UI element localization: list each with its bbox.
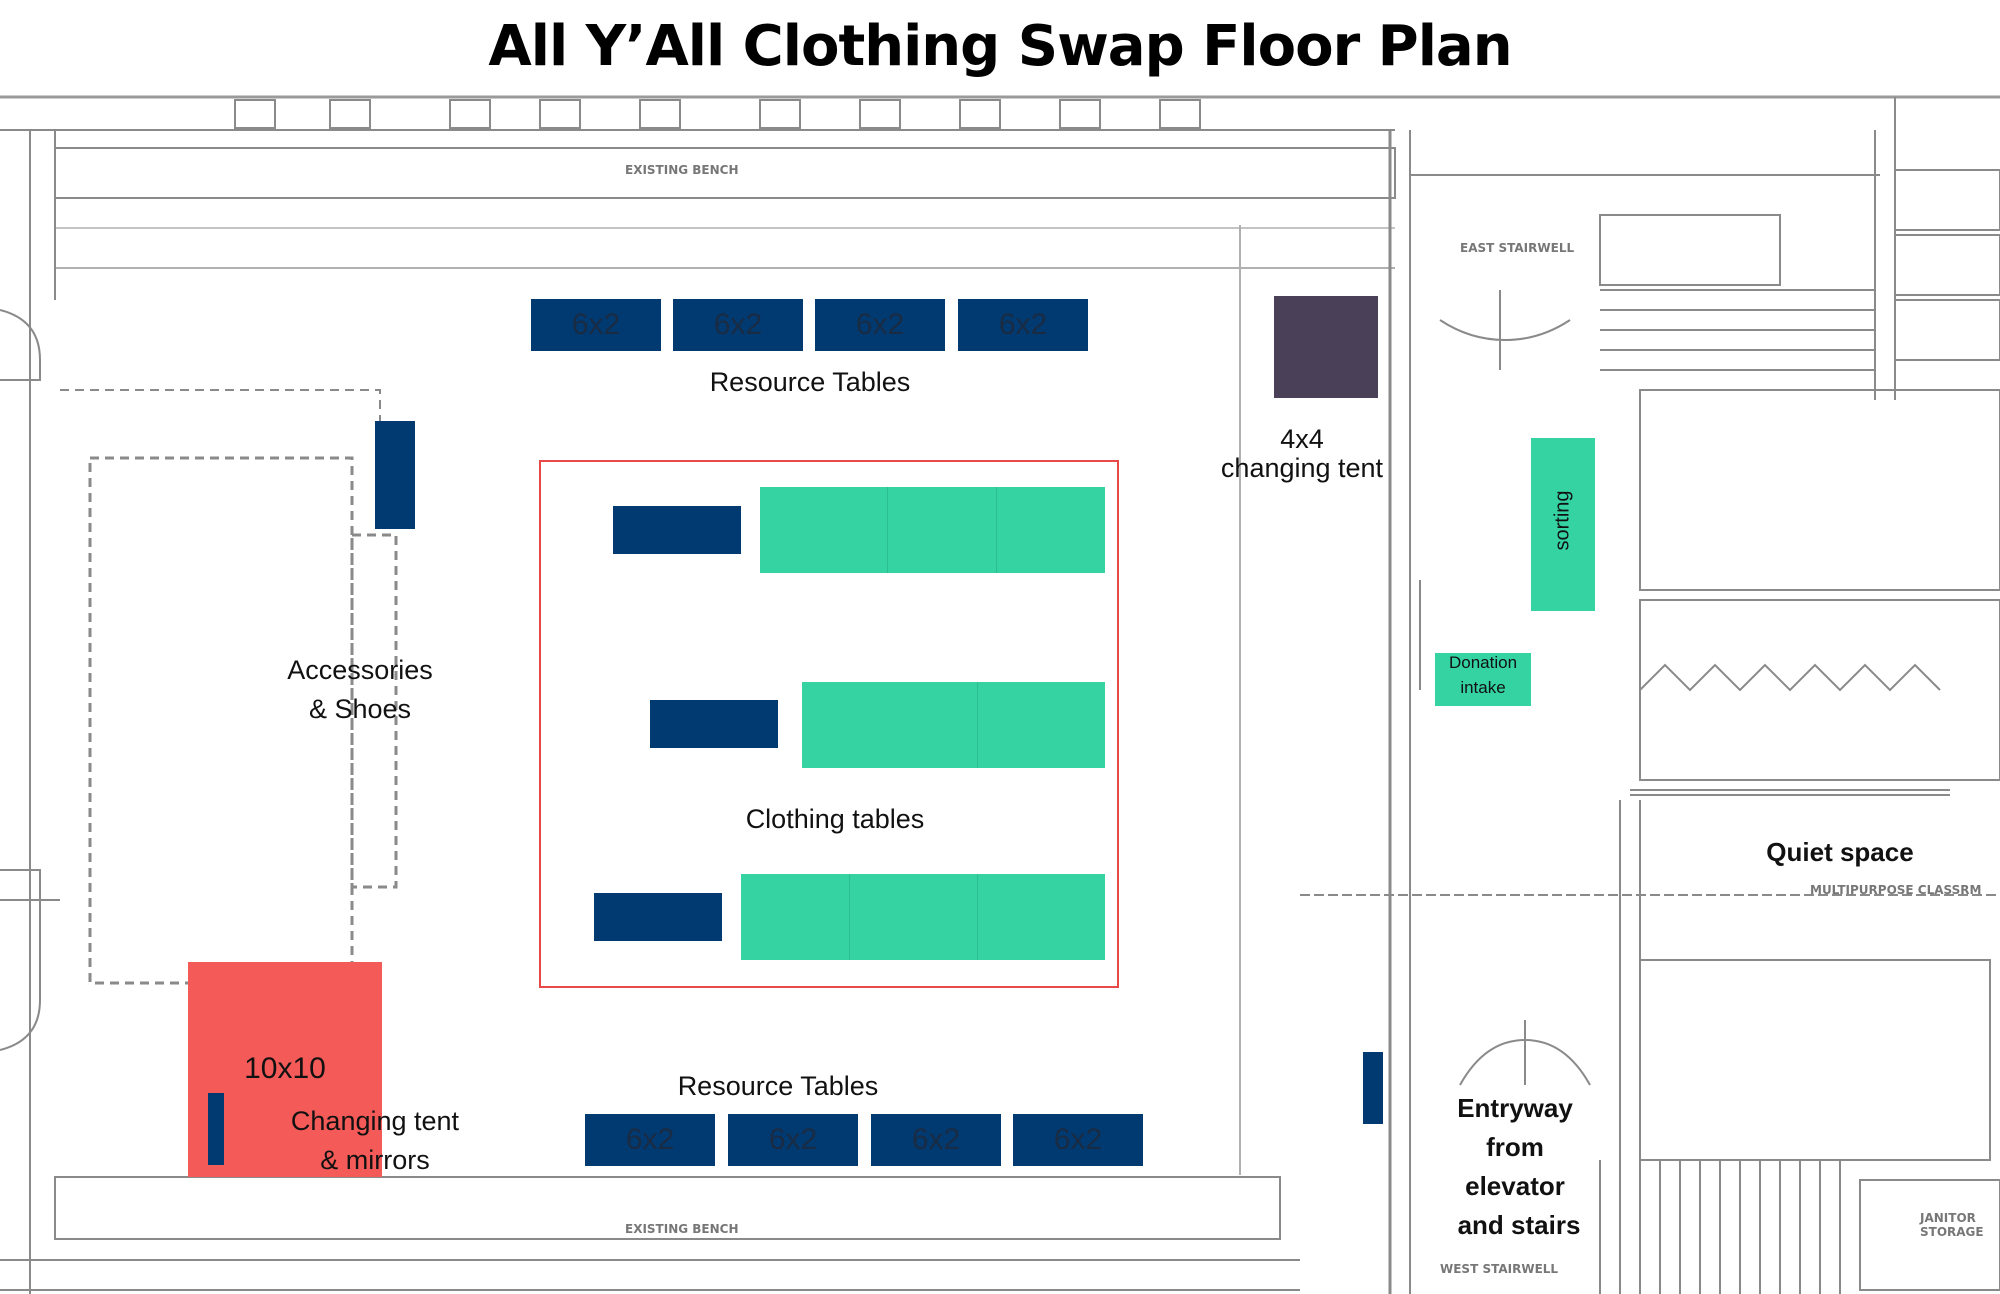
clothing-table-row-2 (802, 682, 1105, 768)
resource-table-bottom-3: 6x2 (871, 1114, 1001, 1166)
donation-label-line2: intake (1460, 678, 1506, 697)
svg-text:STORAGE: STORAGE (1920, 1225, 1984, 1239)
sorting-table (1531, 438, 1595, 611)
small-changing-tent (1274, 296, 1378, 398)
clothing-rack-3 (594, 893, 722, 941)
resource-table-bottom-2: 6x2 (728, 1114, 858, 1166)
existing-bench-bottom-text: EXISTING BENCH (625, 1222, 739, 1236)
big-tent-size-label: 10x10 (244, 1052, 326, 1085)
resource-tables-bottom-label: Resource Tables (677, 1071, 879, 1101)
entryway-label-line3: elevator (1465, 1171, 1565, 1201)
small-tent-name-label: changing tent (1220, 453, 1384, 483)
west-stairwell-text: WEST STAIRWELL (1440, 1262, 1558, 1276)
east-stairwell-text: EAST STAIRWELL (1460, 241, 1574, 255)
resource-table-bottom-4: 6x2 (1013, 1114, 1143, 1166)
clothing-rack-1 (613, 506, 741, 554)
mirror (208, 1093, 224, 1165)
sorting-label: sorting (1551, 490, 1574, 551)
clothing-table-row-1 (760, 487, 1105, 573)
resource-tables-top-label: Resource Tables (709, 367, 911, 397)
donation-label-line1: Donation (1448, 653, 1518, 672)
janitor-text: JANITOR (1919, 1211, 1976, 1225)
entryway-label-line1: Entryway (1457, 1093, 1573, 1123)
page-title: All Y’All Clothing Swap Floor Plan (488, 14, 1512, 79)
clothing-rack-2 (650, 700, 778, 748)
entryway-label-line2: from (1486, 1132, 1544, 1162)
quiet-space-label: Quiet space (1766, 837, 1914, 867)
resource-table-top-3: 6x2 (815, 299, 945, 351)
big-tent-label-line1: Changing tent (290, 1106, 460, 1136)
clothing-tables-label: Clothing tables (745, 804, 925, 834)
clothing-area-outline (539, 460, 1119, 988)
accessories-rack (375, 421, 415, 529)
multipurpose-text: MULTIPURPOSE CLASSRM (1810, 883, 1981, 897)
resource-table-bottom-1: 6x2 (585, 1114, 715, 1166)
big-tent-label-line2: & mirrors (320, 1145, 430, 1175)
accessories-label-line2: & Shoes (308, 694, 412, 724)
donation-intake-table (1435, 653, 1531, 706)
resource-table-top-4: 6x2 (958, 299, 1088, 351)
accessories-label-line1: Accessories (287, 655, 433, 685)
small-tent-size-label: 4x4 (1280, 424, 1324, 454)
resource-table-top-1: 6x2 (531, 299, 661, 351)
entryway-label-line4: and stairs (1457, 1210, 1581, 1240)
existing-bench-top-text: EXISTING BENCH (625, 163, 739, 177)
entry-rack (1363, 1052, 1383, 1124)
clothing-table-row-3 (741, 874, 1105, 960)
resource-table-top-2: 6x2 (673, 299, 803, 351)
